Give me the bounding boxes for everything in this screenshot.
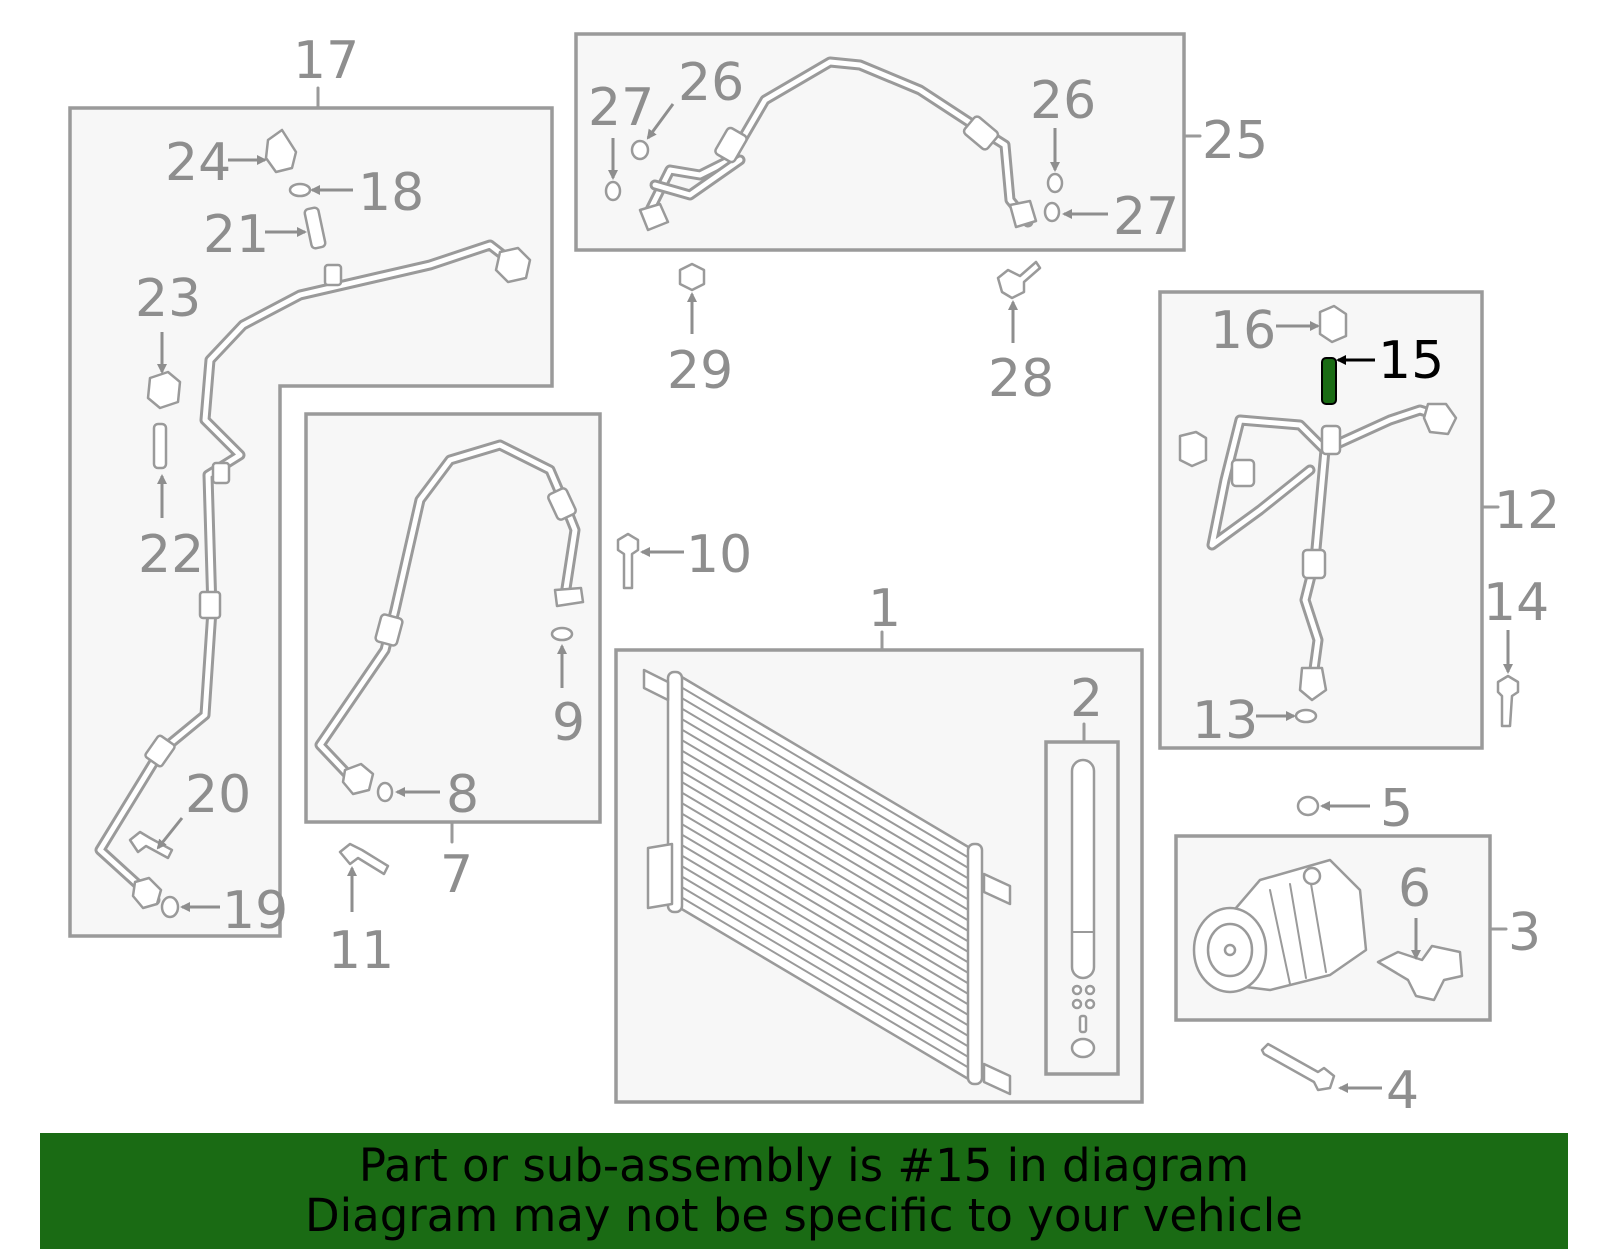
cap-23-icon	[146, 370, 182, 410]
callout-12: 12	[1494, 481, 1560, 541]
callout-1: 1	[868, 579, 901, 639]
callout-10: 10	[686, 525, 752, 585]
cap-5-icon	[1296, 795, 1320, 817]
callout-29: 29	[667, 341, 733, 401]
callout-27a: 27	[588, 78, 654, 138]
callout-3: 3	[1508, 903, 1541, 963]
o-ring-26b-icon	[1046, 172, 1064, 194]
cap-16-icon	[1318, 304, 1348, 344]
callout-4: 4	[1386, 1061, 1419, 1121]
banner-line-2: Diagram may not be specific to your vehi…	[305, 1189, 1303, 1242]
callout-20: 20	[185, 765, 251, 825]
callout-18: 18	[358, 163, 424, 223]
callout-28: 28	[988, 349, 1054, 409]
callout-26a: 26	[678, 53, 744, 113]
service-valve-15-highlighted-icon	[1321, 357, 1337, 405]
callout-27b: 27	[1113, 187, 1179, 247]
callout-24: 24	[165, 133, 231, 193]
callout-15-highlighted: 15	[1378, 331, 1444, 391]
drier-cartridge-icon	[1070, 758, 1096, 980]
group-7-discharge-line: 8 9 7 10 11	[304, 412, 752, 981]
callout-6: 6	[1398, 859, 1431, 919]
callout-22: 22	[138, 525, 204, 585]
o-ring-9-icon	[550, 626, 574, 642]
o-ring-27a-icon	[604, 180, 622, 202]
group-12-hose-assembly: 16 15 13 12 14	[1158, 290, 1560, 751]
callout-17: 17	[293, 31, 359, 91]
callout-25: 25	[1202, 111, 1268, 171]
callout-14: 14	[1483, 573, 1549, 633]
group-25-suction-line: 27 26 26 27 25 29 28	[574, 32, 1268, 409]
o-ring-26a-icon	[630, 139, 650, 161]
banner-line-1: Part or sub-assembly is #15 in diagram	[358, 1139, 1250, 1192]
o-ring-18-icon	[288, 182, 312, 198]
callout-5: 5	[1380, 779, 1413, 839]
bolt-4-icon	[1260, 1042, 1336, 1092]
bolt-20-icon	[128, 830, 174, 860]
o-ring-8-icon	[376, 781, 394, 803]
group-3-compressor: 3 6 5 4	[1174, 779, 1541, 1121]
group-1-condenser: 1 2	[614, 579, 1144, 1104]
nut-29-icon	[678, 262, 706, 292]
callout-8: 8	[446, 765, 479, 825]
bolt-14-icon	[1496, 674, 1520, 728]
callout-9: 9	[552, 693, 585, 753]
valve-core-22-icon	[152, 422, 168, 470]
bolt-10-icon	[616, 532, 640, 590]
valve-core-21-icon	[303, 206, 327, 250]
callout-26b: 26	[1030, 71, 1096, 131]
callout-23: 23	[135, 269, 201, 329]
o-ring-27b-icon	[1043, 201, 1061, 223]
callout-11: 11	[328, 921, 394, 981]
callout-7: 7	[440, 845, 473, 905]
o-ring-19-icon	[160, 895, 180, 919]
info-banner: Part or sub-assembly is #15 in diagram D…	[40, 1133, 1568, 1249]
bolt-11-icon	[338, 842, 390, 876]
callout-21: 21	[203, 205, 269, 265]
group-17-liquid-line: 17 24 18 21 23 22 20 19	[68, 31, 554, 941]
callout-13: 13	[1192, 691, 1258, 751]
callout-2: 2	[1070, 669, 1103, 729]
callout-19: 19	[222, 881, 288, 941]
bolt-28-icon	[996, 260, 1042, 300]
callout-16: 16	[1210, 301, 1276, 361]
o-ring-13-icon	[1294, 708, 1318, 724]
